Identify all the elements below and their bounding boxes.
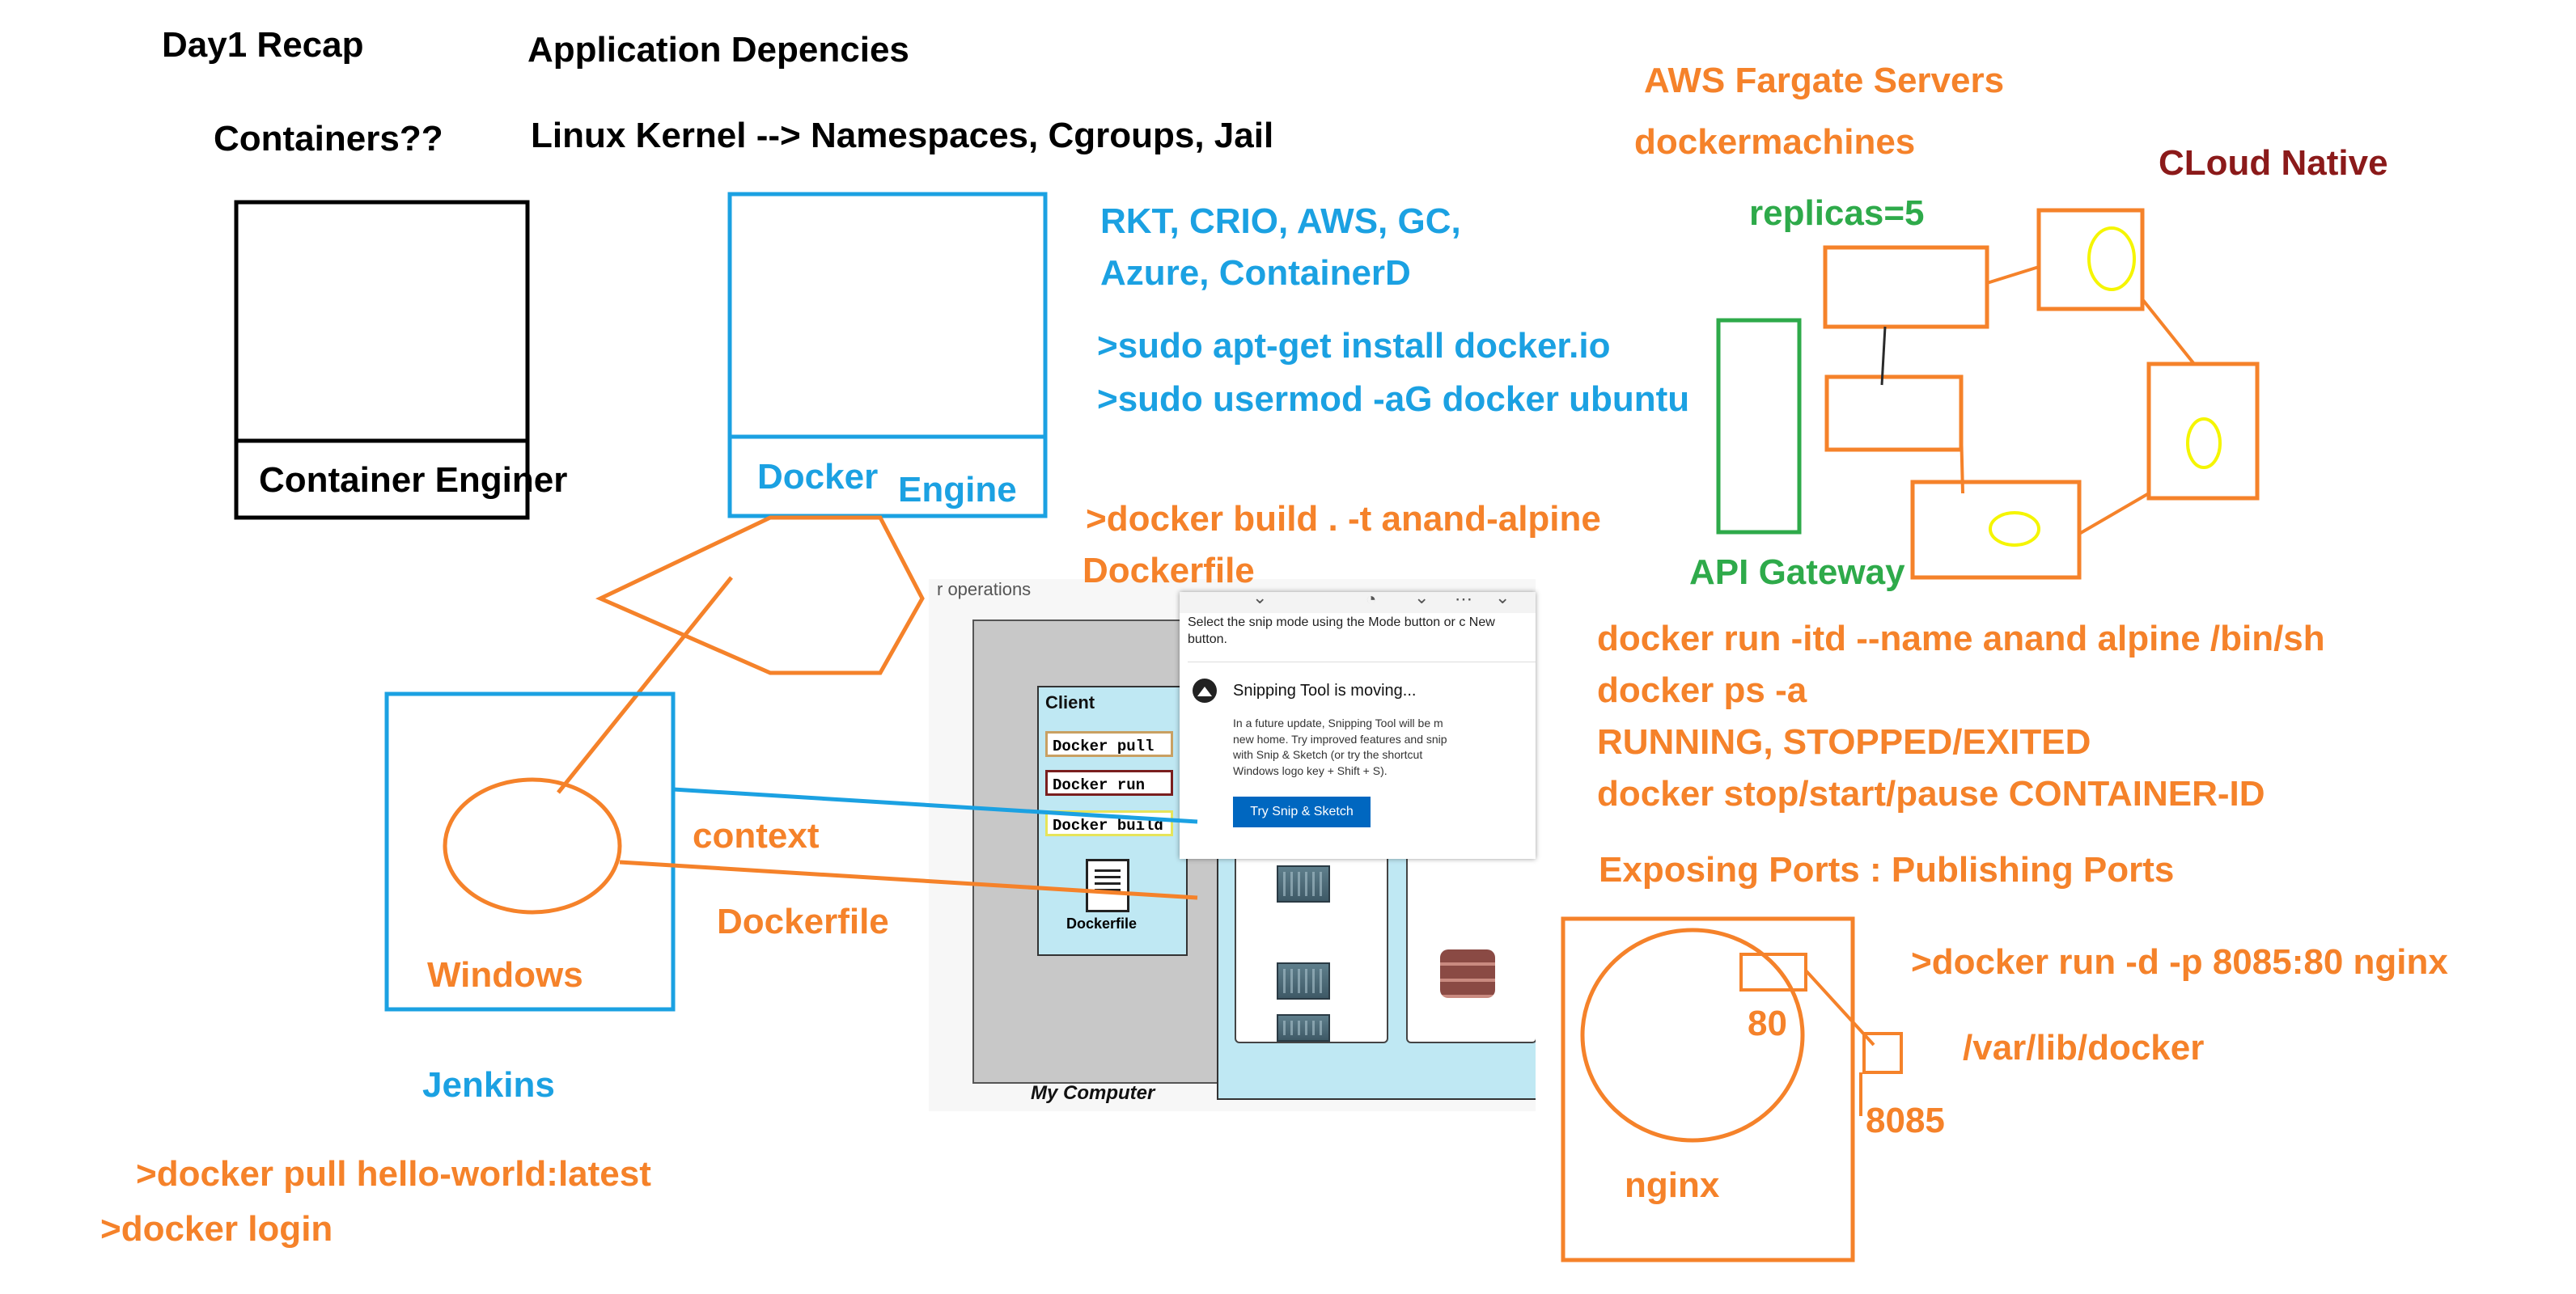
docker-pull-command: Docker pull [1045,731,1173,757]
try-snip-sketch-button[interactable]: Try Snip & Sketch [1233,797,1371,827]
nginx-container-ellipse [1580,928,1805,1143]
build-command: >docker build . -t anand-alpine [1086,499,1601,539]
engine-label: Engine [898,470,1017,510]
container-engine-box [234,200,530,520]
snip-more-icon[interactable]: ⋯ [1455,589,1472,609]
hexagon-shape [595,515,925,675]
dockerfile-note-top: Dockerfile [1083,551,1255,590]
day-recap-heading: Day1 Recap [162,25,364,65]
snip-expand-chevron-icon[interactable]: ⌄ [1495,587,1510,607]
images-panel [1406,827,1536,1043]
nginx-host-box [1561,916,1855,1262]
image-stack-icon [1440,949,1495,998]
var-lib-docker-path: /var/lib/docker [1963,1028,2205,1068]
windows-ellipse [443,777,622,915]
replica-link-4 [2078,492,2150,535]
exposing-ports-label: Exposing Ports : Publishing Ports [1599,850,2175,890]
replica-box-2 [1824,374,1964,452]
usermod-command: >sudo usermod -aG docker ubuntu [1097,379,1690,419]
run-nginx-command: >docker run -d -p 8085:80 nginx [1911,942,2448,982]
container-crate-icon [1277,1014,1330,1042]
stop-start-command: docker stop/start/pause CONTAINER-ID [1597,774,2265,814]
snip-options-chevron-icon[interactable]: ⌄ [1414,587,1430,607]
container-crate-icon [1277,962,1330,1000]
replica-pod-ellipse-3 [1989,511,2040,547]
docker-label: Docker [757,457,879,497]
nginx-label: nginx [1625,1165,1720,1205]
snip-hint-text: Select the snip mode using the Mode butt… [1188,615,1495,646]
port-80-box [1739,953,1807,992]
client-panel: Client Docker pull Docker run Docker bui… [1037,686,1188,956]
login-command: >docker login [100,1209,333,1249]
cloud-native-label: CLoud Native [2159,143,2388,183]
screenshot-title-fragment: r operations [929,579,1155,603]
snipping-tool-titlebar: ⌄ ◔ ⌄ ⋯ ⌄ [1180,587,1536,613]
dockermachines-label: dockermachines [1634,122,1916,162]
docker-run-command: Docker run [1045,770,1173,796]
replica-box-3 [2036,208,2145,311]
linux-kernel-note: Linux Kernel --> Namespaces, Cgroups, Ja… [531,116,1274,155]
snip-notice-body: In a future update, Snipping Tool will b… [1233,717,1447,777]
context-label: context [693,816,820,856]
hexagon-to-windows-line [557,576,733,794]
dockerfile-orange-line [619,860,1198,900]
snipping-tool-window: ⌄ ◔ ⌄ ⋯ ⌄ Select the snip mode using the… [1180,587,1536,859]
docker-engine-box [727,192,1048,518]
replica-box-4 [2146,362,2260,501]
replica-box-5 [1910,480,2082,580]
replica-pod-ellipse-1 [2087,226,2136,291]
aws-fargate-label: AWS Fargate Servers [1644,61,2005,100]
install-command: >sudo apt-get install docker.io [1097,326,1611,366]
port-8085-label: 8085 [1866,1101,1945,1140]
run-itd-command: docker run -itd --name anand alpine /bin… [1597,619,2325,658]
runtimes-line-1: RKT, CRIO, AWS, GC, [1100,201,1461,241]
replicas-label: replicas=5 [1749,193,1925,233]
snip-mode-chevron-icon[interactable]: ⌄ [1252,587,1268,607]
windows-label: Windows [427,955,583,995]
replica-pod-ellipse-2 [2186,417,2222,469]
app-dependencies-heading: Application Depencies [527,30,909,70]
dockerfile-icon-label: Dockerfile [1066,916,1138,932]
container-engine-label: Container Enginer [259,460,568,500]
snip-notice-card: Snipping Tool is moving... In a future u… [1188,662,1536,848]
ps-a-command: docker ps -a [1597,670,1807,710]
replica-link-2 [1986,265,2040,285]
pull-command: >docker pull hello-world:latest [136,1154,651,1194]
context-blue-line [672,787,1198,824]
snip-delay-icon[interactable]: ◔ [1366,589,1377,609]
replica-link-3 [2141,298,2196,366]
api-gateway-label: API Gateway [1689,552,1905,592]
my-computer-label: My Computer [1031,1082,1155,1104]
windows-box [384,691,676,1012]
containers-question: Containers?? [214,119,443,159]
snip-notice-title: Snipping Tool is moving... [1233,682,1417,700]
container-states: RUNNING, STOPPED/EXITED [1597,722,2091,762]
dockerfile-note-mid: Dockerfile [717,902,889,941]
jenkins-label: Jenkins [422,1065,555,1105]
api-gateway-box [1716,318,1802,535]
container-crate-icon [1277,865,1330,903]
client-title: Client [1045,692,1095,713]
port-80-label: 80 [1748,1004,1787,1043]
replica-link-5 [1960,428,1964,494]
snipping-tool-logo-icon [1193,679,1217,703]
replica-link-1 [1880,326,1887,386]
port-mapping-line [1804,969,1875,1047]
replica-box-1 [1823,245,1989,329]
runtimes-line-2: Azure, ContainerD [1100,253,1411,293]
port-8085-box [1862,1032,1903,1074]
